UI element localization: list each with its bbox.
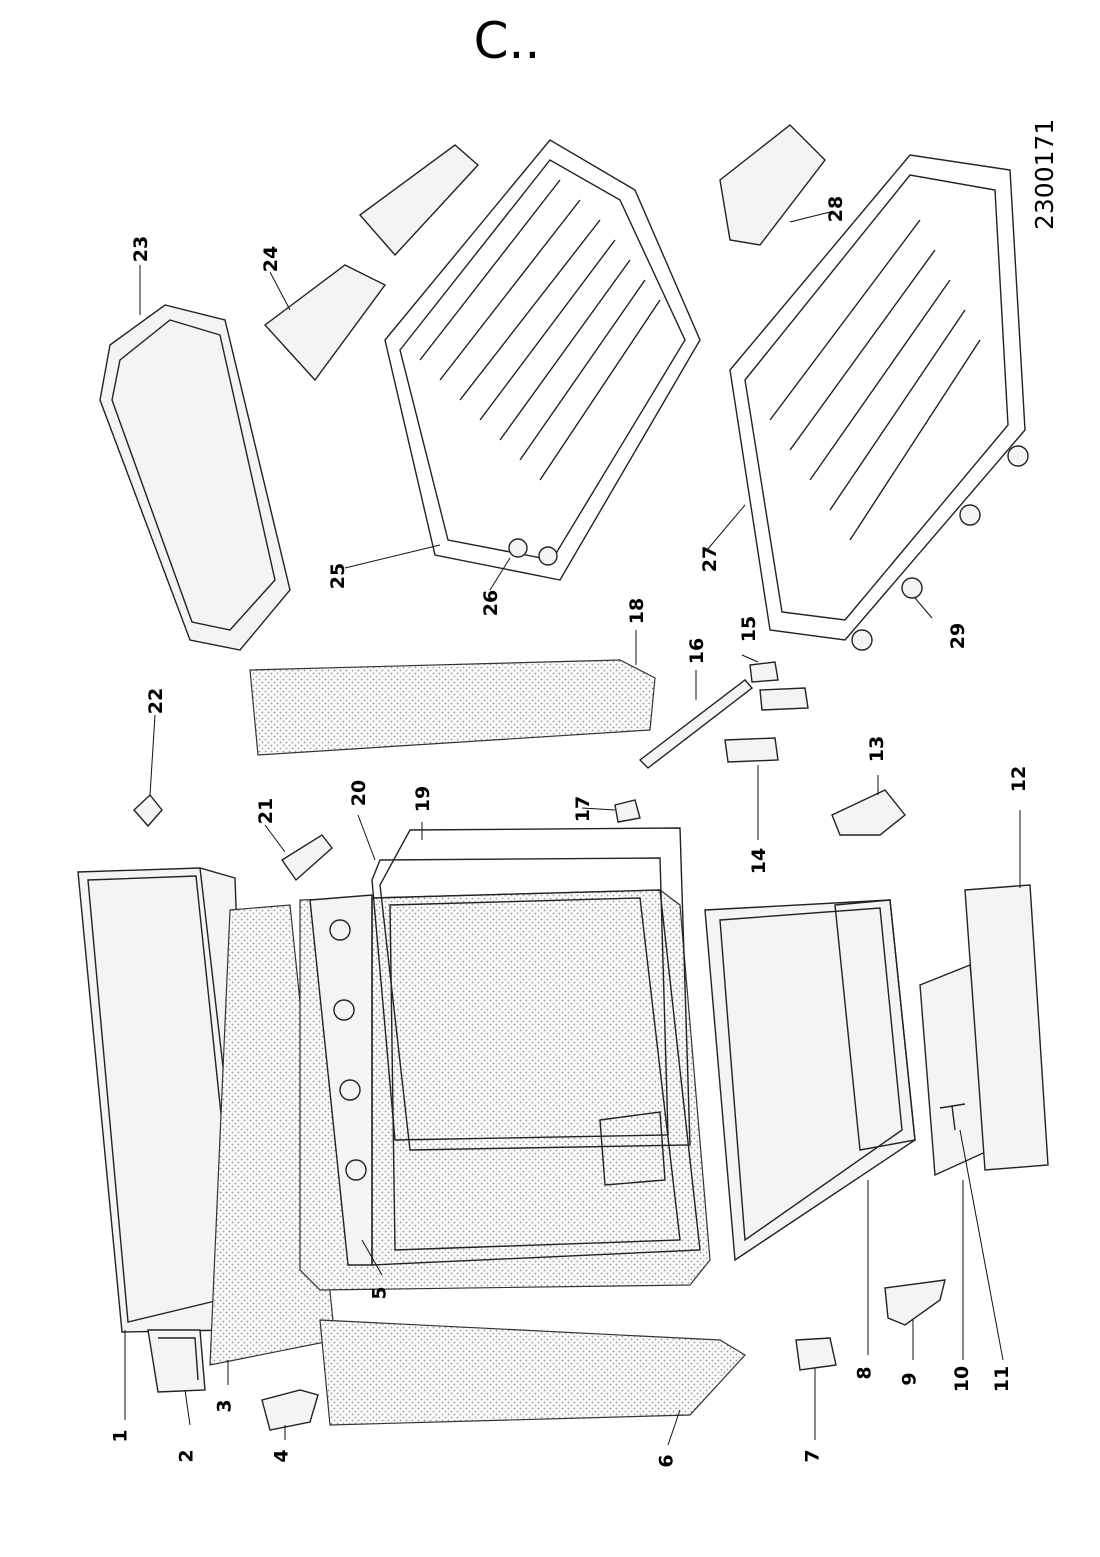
part-label-24: 24 <box>260 245 283 273</box>
leader-lines <box>124 211 1021 1446</box>
part-label-1: 1 <box>109 1429 132 1443</box>
part-rollers <box>724 687 809 763</box>
part-label-8: 8 <box>853 1366 876 1380</box>
part-label-10: 10 <box>951 1365 974 1393</box>
part-label-14: 14 <box>748 847 771 875</box>
part-plate <box>831 789 906 836</box>
part-label-29: 29 <box>947 622 970 650</box>
part-lower-rack <box>729 154 1026 641</box>
part-rail <box>638 679 754 769</box>
part-end-cap <box>749 661 779 683</box>
part-label-25: 25 <box>327 562 350 590</box>
part-tub <box>299 889 711 1291</box>
part-fitting <box>133 793 163 828</box>
part-plinth <box>964 884 1049 1171</box>
part-label-11: 11 <box>991 1365 1014 1393</box>
part-label-21: 21 <box>255 797 278 825</box>
part-label-7: 7 <box>801 1449 824 1463</box>
part-hinge <box>261 1389 319 1431</box>
part-label-5: 5 <box>368 1286 391 1300</box>
part-label-3: 3 <box>213 1399 236 1413</box>
part-label-15: 15 <box>738 615 761 643</box>
part-cutlery-tray <box>99 304 291 651</box>
part-label-28: 28 <box>825 195 848 223</box>
part-side-panel-left <box>319 1319 746 1426</box>
part-valve <box>795 1337 837 1371</box>
part-label-19: 19 <box>412 785 435 813</box>
part-connector <box>614 799 641 823</box>
part-label-16: 16 <box>686 637 709 665</box>
part-label-23: 23 <box>130 235 153 263</box>
part-bracket <box>147 1329 206 1393</box>
part-label-6: 6 <box>655 1454 678 1468</box>
part-label-2: 2 <box>175 1449 198 1463</box>
part-lower-rack-wheels <box>851 445 1029 651</box>
part-label-27: 27 <box>699 545 722 573</box>
part-label-17: 17 <box>572 795 595 823</box>
part-cutlery-baskets <box>263 144 480 382</box>
part-label-12: 12 <box>1008 765 1031 793</box>
part-label-4: 4 <box>270 1449 293 1463</box>
part-cover <box>884 1279 946 1326</box>
part-base <box>704 899 916 1262</box>
part-label-13: 13 <box>866 735 889 763</box>
diagram-title: C.. <box>473 12 541 70</box>
part-label-18: 18 <box>626 597 649 625</box>
part-label-9: 9 <box>898 1372 921 1386</box>
part-side-panel-right <box>249 659 656 756</box>
part-label-26: 26 <box>480 589 503 617</box>
part-label-20: 20 <box>348 779 371 807</box>
part-tub-gasket <box>371 857 669 1141</box>
part-door-gasket <box>379 827 691 1151</box>
part-screw <box>939 1103 966 1131</box>
part-cutlery-basket <box>719 124 826 246</box>
part-upper-rack <box>384 139 701 581</box>
part-clip <box>281 834 333 882</box>
part-label-22: 22 <box>145 687 168 715</box>
part-rack-wheels <box>508 538 558 566</box>
